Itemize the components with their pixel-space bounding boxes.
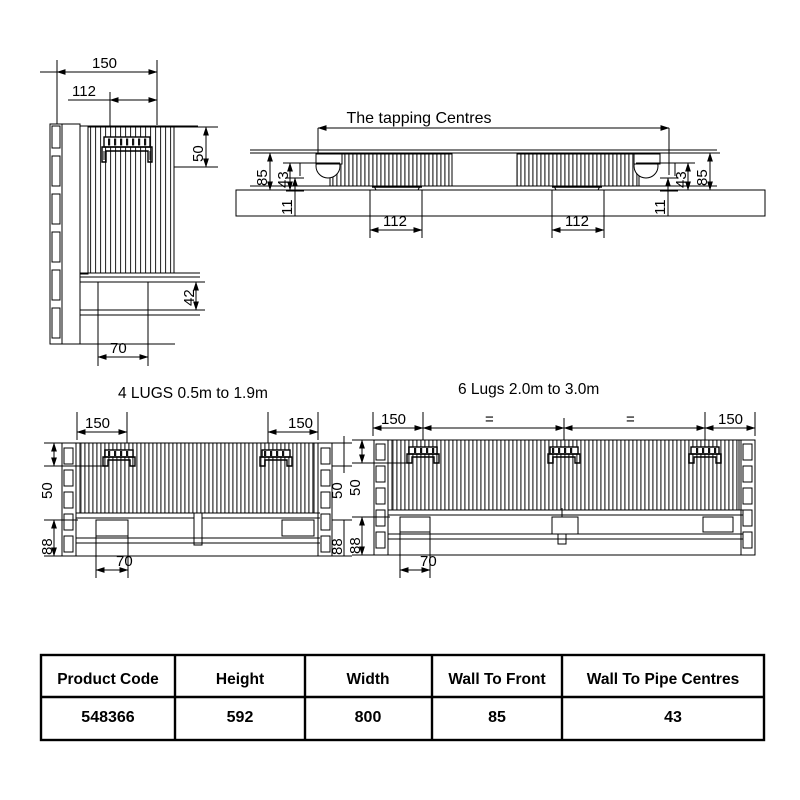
dim-label: 88 bbox=[39, 538, 56, 555]
six-lugs-front-view: 6 Lugs 2.0m to 3.0m 150 = = 150 bbox=[347, 381, 756, 578]
four-lugs-body bbox=[61, 442, 333, 557]
dim-112-side: 112 bbox=[68, 83, 158, 130]
dim-70-side: 70 bbox=[97, 300, 149, 366]
dim-label: 88 bbox=[347, 537, 364, 554]
table-header-wall-to-front: Wall To Front bbox=[448, 671, 545, 688]
table-cell-product-code: 548366 bbox=[81, 709, 134, 726]
dim-label: 70 bbox=[116, 553, 133, 570]
table-header-width: Width bbox=[347, 671, 390, 688]
six-lugs-body bbox=[373, 439, 756, 556]
dim-88-left-4lug: 88 bbox=[39, 519, 78, 557]
dim-112-left: 112 bbox=[369, 190, 423, 238]
dim-88-left-6lug: 88 bbox=[347, 516, 390, 556]
table-cell-width: 800 bbox=[355, 709, 382, 726]
lug-right bbox=[259, 449, 293, 467]
side-section-view: 150 112 bbox=[40, 55, 218, 366]
dim-label: 70 bbox=[420, 553, 437, 570]
dim-150-right-4lug: 150 bbox=[267, 412, 319, 448]
dim-label: 85 bbox=[254, 169, 271, 186]
dim-label: 150 bbox=[85, 415, 110, 432]
dim-label: 50 bbox=[347, 479, 364, 496]
dim-label: 150 bbox=[288, 415, 313, 432]
dim-label: 150 bbox=[718, 411, 743, 428]
dim-label: 11 bbox=[652, 199, 669, 215]
dim-label: 50 bbox=[39, 482, 56, 499]
dim-50-side: 50 bbox=[174, 126, 218, 168]
dim-11-right: 11 bbox=[652, 177, 678, 216]
dim-112-right: 112 bbox=[551, 190, 605, 238]
dim-150-right-6lug: 150 bbox=[704, 411, 756, 436]
table-header-product-code: Product Code bbox=[57, 671, 159, 688]
lug-centre-6 bbox=[547, 446, 581, 464]
dim-50-left-4lug: 50 bbox=[39, 442, 108, 499]
dim-42-side: 42 bbox=[148, 281, 205, 311]
dim-150-left-4lug: 150 bbox=[76, 412, 128, 448]
dim-70-6lug: 70 bbox=[399, 517, 437, 578]
dim-label: 43 bbox=[673, 171, 690, 188]
table-cell-height: 592 bbox=[227, 709, 254, 726]
dim-label: 85 bbox=[694, 169, 711, 186]
dim-label: 70 bbox=[110, 340, 127, 357]
table-header-wall-to-pipe-centres: Wall To Pipe Centres bbox=[587, 671, 739, 688]
dim-label: 43 bbox=[275, 171, 292, 188]
dim-label: 88 bbox=[329, 538, 346, 555]
specification-table: Product Code Height Width Wall To Front … bbox=[39, 653, 766, 742]
radiator-side-body bbox=[79, 125, 200, 345]
dim-label: = bbox=[626, 411, 635, 428]
four-lugs-title: 4 LUGS 0.5m to 1.9m bbox=[118, 385, 268, 402]
tapping-centres-view: The tapping Centres bbox=[235, 110, 766, 238]
dim-88-right-4lug: 88 bbox=[329, 519, 352, 557]
dim-85-right: 85 bbox=[688, 152, 720, 191]
dim-label: 50 bbox=[329, 482, 346, 499]
table-cell-wall-to-pipe-centres: 43 bbox=[664, 709, 682, 726]
dim-70-4lug: 70 bbox=[95, 520, 133, 578]
dim-label: 50 bbox=[190, 145, 207, 162]
dim-label: 11 bbox=[279, 199, 296, 215]
lug-right-6 bbox=[688, 446, 722, 464]
dim-label: 150 bbox=[381, 411, 406, 428]
tapping-body bbox=[235, 149, 766, 217]
dim-label: = bbox=[485, 411, 494, 428]
dim-label: 112 bbox=[565, 213, 589, 230]
dim-label: 150 bbox=[92, 55, 117, 72]
top-lug-detail bbox=[101, 136, 153, 163]
dim-label: 42 bbox=[181, 289, 198, 306]
tapping-centres-title: The tapping Centres bbox=[347, 110, 492, 127]
wall-bracket-strip bbox=[49, 123, 81, 345]
table-cell-wall-to-front: 85 bbox=[488, 709, 506, 726]
dim-43-left: 43 bbox=[275, 162, 300, 191]
dim-43-right: 43 bbox=[673, 162, 695, 191]
dim-label: 112 bbox=[72, 83, 96, 100]
dim-label: 112 bbox=[383, 213, 407, 230]
dim-50-right-4lug: 50 bbox=[329, 436, 352, 499]
four-lugs-front-view: 4 LUGS 0.5m to 1.9m 150 150 bbox=[39, 385, 352, 578]
dim-50-left-6lug: 50 bbox=[347, 439, 412, 496]
dim-11-left: 11 bbox=[279, 177, 304, 216]
six-lugs-title: 6 Lugs 2.0m to 3.0m bbox=[458, 381, 599, 398]
table-header-height: Height bbox=[216, 671, 264, 688]
